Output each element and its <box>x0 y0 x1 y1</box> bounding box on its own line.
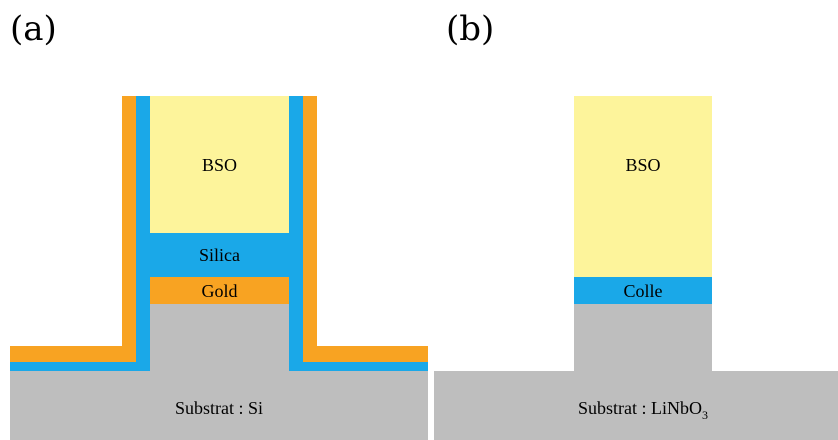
colle-layer <box>574 277 712 304</box>
bso-label-a: BSO <box>202 155 237 175</box>
substrate-label-b: Substrat : LiNbO3 <box>578 398 708 422</box>
panel-b: (b) BSO Colle Substrat : LiNbO3 <box>434 9 838 440</box>
silica-coating <box>10 96 150 371</box>
si-pillar <box>150 304 289 371</box>
substrate-label-b-subscript: 3 <box>702 408 708 422</box>
silica-layer <box>150 233 289 277</box>
linbo3-pillar <box>574 304 712 371</box>
panel-a: (a) BSO Silica Gold Substrat : Si <box>10 9 428 440</box>
substrate-label-a: Substrat : Si <box>175 398 263 418</box>
bso-crystal-a <box>150 96 289 233</box>
substrate-linbo3 <box>434 371 838 440</box>
substrate-label-b-main: Substrat : LiNbO <box>578 398 702 418</box>
gold-label: Gold <box>202 281 238 301</box>
silica-label: Silica <box>199 245 240 265</box>
gold-coating-right <box>303 96 428 362</box>
bso-crystal-b <box>574 96 712 277</box>
colle-label: Colle <box>624 281 663 301</box>
substrate-si <box>10 371 428 440</box>
panel-b-label: (b) <box>446 9 494 49</box>
panel-a-label: (a) <box>10 9 57 49</box>
silica-coating-right <box>289 96 428 371</box>
bso-label-b: BSO <box>625 155 660 175</box>
gold-coating-left <box>10 96 136 362</box>
gold-layer <box>150 277 289 304</box>
